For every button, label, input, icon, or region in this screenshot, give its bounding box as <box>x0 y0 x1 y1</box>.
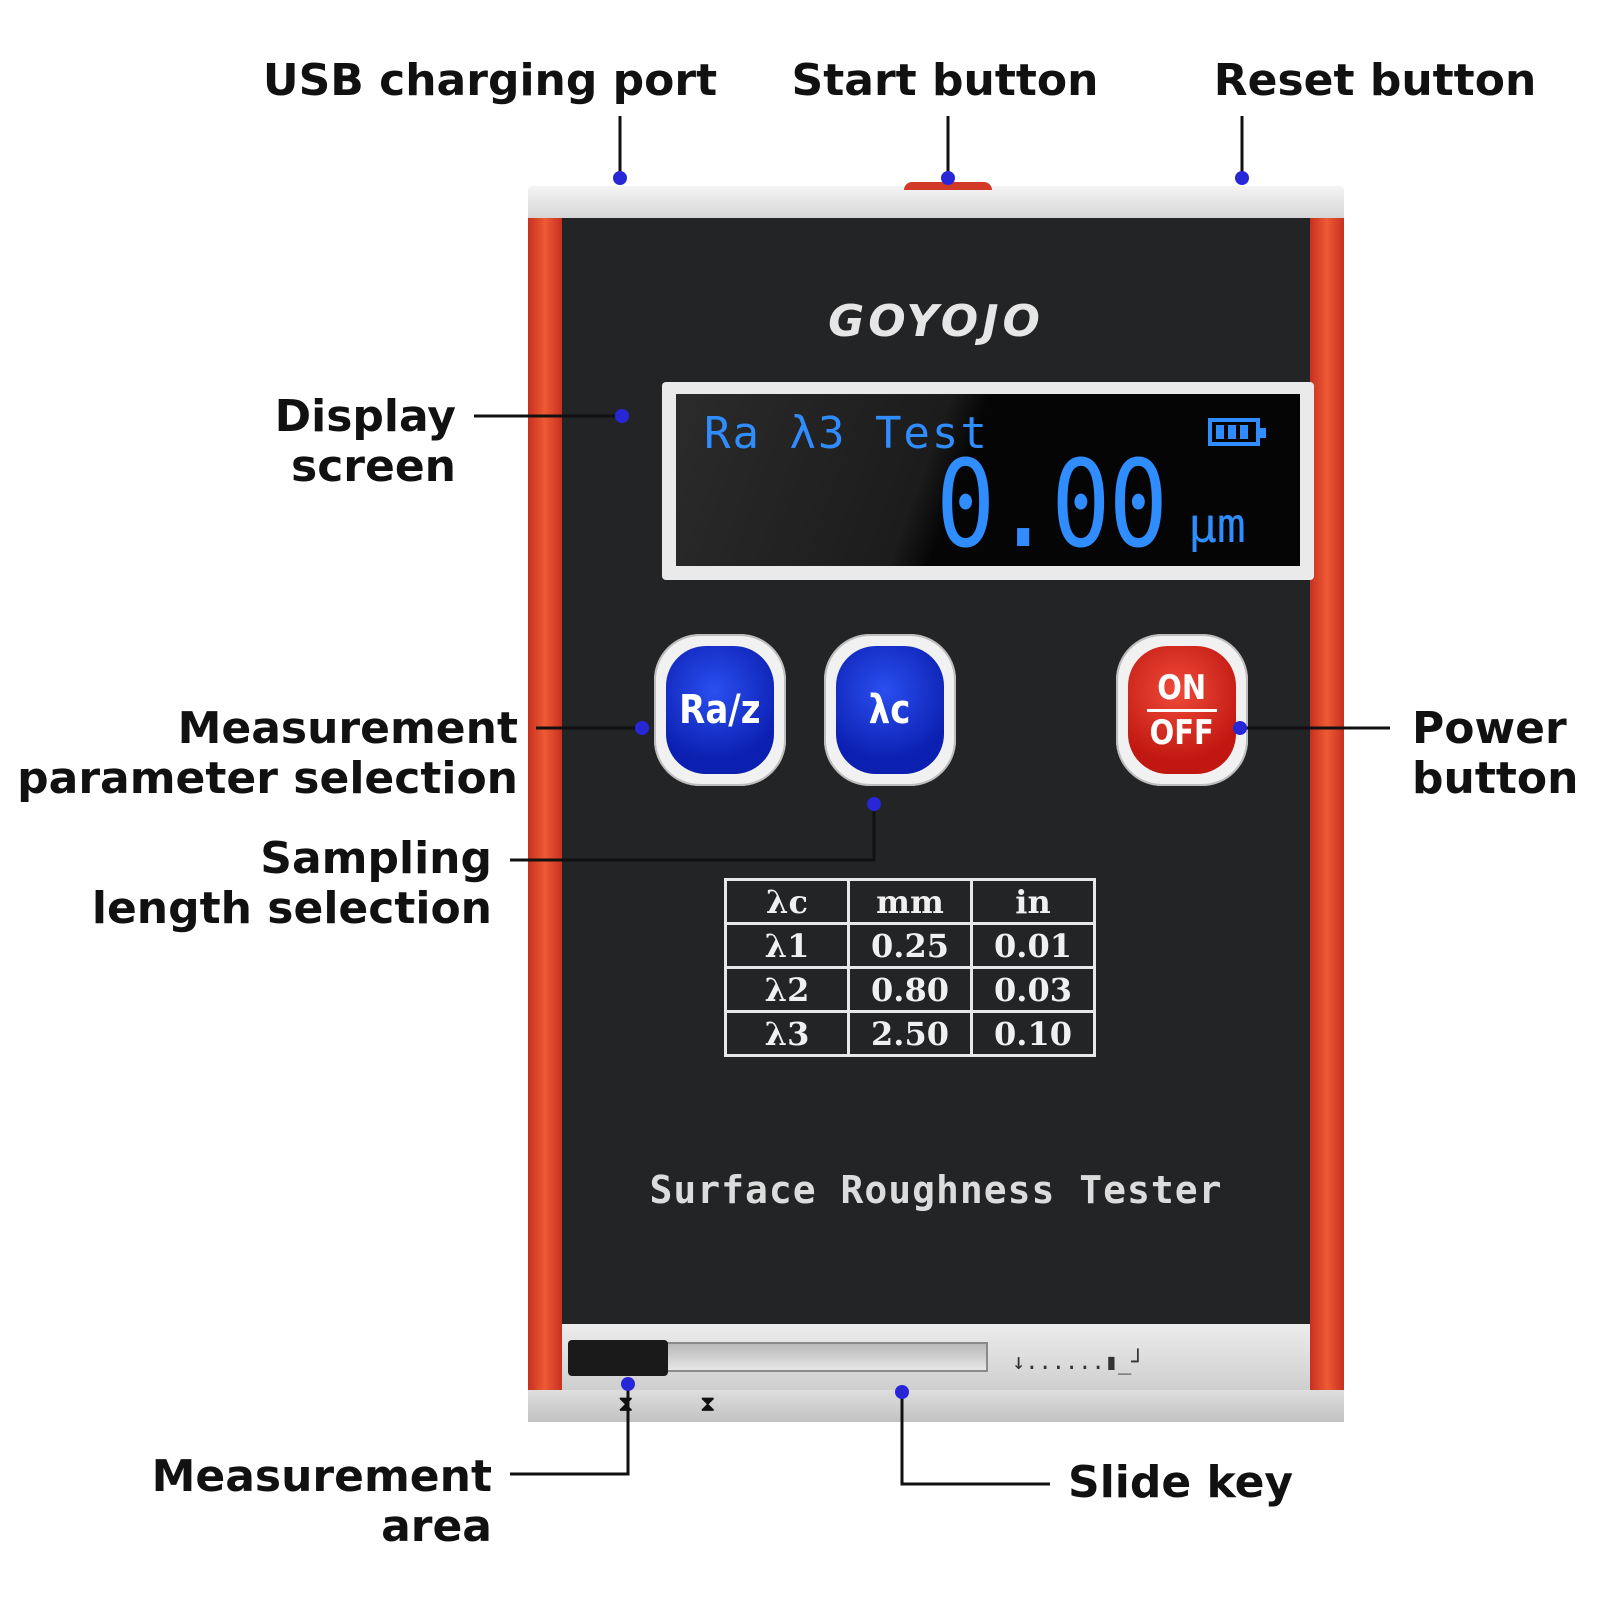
display-screen: Ra λ3 Test 0.00 μm <box>676 394 1300 566</box>
leader-dot-power-button <box>1233 721 1247 735</box>
surface-roughness-tester-device: GOYOJO Ra λ3 Test 0.00 μm Ra/z λc ON <box>528 182 1344 1422</box>
label-start-button: Start button <box>791 55 1099 106</box>
table-row: λ1 0.25 0.01 <box>724 922 1096 969</box>
scale-marks: ↓......▮_┘ <box>1012 1350 1145 1375</box>
screen-unit: μm <box>1188 498 1246 554</box>
label-reset-button: Reset button <box>1213 55 1537 106</box>
table-cell: 0.03 <box>970 966 1096 1013</box>
label-slide-key: Slide key <box>1068 1457 1294 1508</box>
sampling-length-table: λc mm in λ1 0.25 0.01 λ2 0.80 0.03 λ3 2.… <box>724 878 1096 1057</box>
battery-icon <box>1208 418 1266 446</box>
table-header: mm <box>847 878 973 925</box>
display-screen-frame: Ra λ3 Test 0.00 μm <box>662 382 1314 580</box>
table-header: in <box>970 878 1096 925</box>
table-cell: λ3 <box>724 1010 850 1057</box>
sampling-key-label: λc <box>869 687 911 733</box>
table-cell: 0.25 <box>847 922 973 969</box>
right-side-rail <box>1310 218 1344 1418</box>
label-usb-charging-port: USB charging port <box>262 55 718 106</box>
table-cell: 0.01 <box>970 922 1096 969</box>
parameter-selection-button[interactable]: Ra/z <box>654 634 786 786</box>
sampling-length-button[interactable]: λc <box>824 634 956 786</box>
table-header: λc <box>724 878 850 925</box>
leader-sampling-length <box>510 804 876 862</box>
leader-dot-parameter-selection <box>635 721 649 735</box>
stylus-mark-icon: ⧗ <box>618 1392 634 1417</box>
parameter-key-label: Ra/z <box>679 687 761 733</box>
power-button[interactable]: ON OFF <box>1116 634 1248 786</box>
product-name: Surface Roughness Tester <box>649 1168 1223 1212</box>
leader-dot-reset-button <box>1235 171 1249 185</box>
leader-dot-display-screen <box>615 409 629 423</box>
table-cell: 0.80 <box>847 966 973 1013</box>
measurement-area: ⧗ ⧗ <box>528 1390 1344 1422</box>
table-cell: λ2 <box>724 966 850 1013</box>
table-cell: λ1 <box>724 922 850 969</box>
power-off-label: OFF <box>1149 712 1215 753</box>
leader-dot-usb-port <box>613 171 627 185</box>
leader-dot-measurement-area <box>621 1377 635 1391</box>
table-cell: 0.10 <box>970 1010 1096 1057</box>
front-panel: GOYOJO Ra λ3 Test 0.00 μm Ra/z λc ON <box>562 218 1314 1324</box>
slide-rail: ↓......▮_┘ <box>562 1324 1310 1390</box>
brand-logo: GOYOJO <box>828 296 1044 347</box>
start-button[interactable] <box>904 182 992 190</box>
screen-mode-text: Ra λ3 Test <box>704 408 989 459</box>
leader-dot-sampling-length <box>867 797 881 811</box>
leader-dot-start-button <box>941 171 955 185</box>
stylus-mark-icon: ⧗ <box>700 1392 716 1417</box>
screen-reading-value: 0.00 <box>936 436 1168 575</box>
table-row: λ3 2.50 0.10 <box>724 1010 1096 1057</box>
table-header-row: λc mm in <box>724 878 1096 925</box>
left-side-rail <box>528 218 562 1418</box>
power-on-label: ON <box>1157 667 1207 708</box>
top-cap <box>528 186 1344 218</box>
leader-measurement-area <box>510 1384 630 1476</box>
leader-dot-slide-key <box>895 1385 909 1399</box>
slide-key[interactable] <box>568 1340 668 1376</box>
leader-slide-key <box>900 1392 1050 1486</box>
table-row: λ2 0.80 0.03 <box>724 966 1096 1013</box>
table-cell: 2.50 <box>847 1010 973 1057</box>
